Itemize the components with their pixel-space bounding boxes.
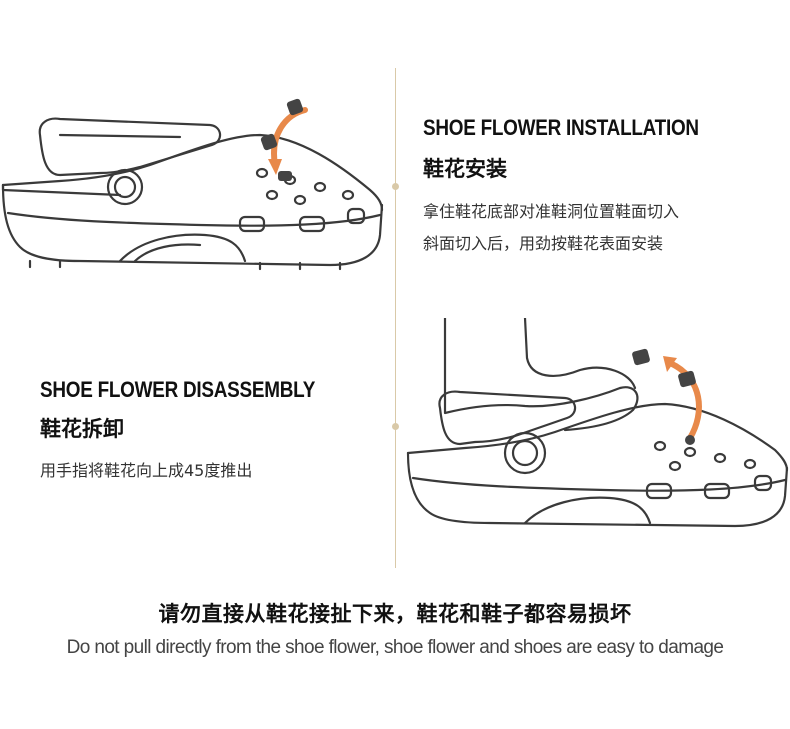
divider-dot xyxy=(392,183,399,190)
installation-desc-line-2: 斜面切入后，用劲按鞋花表面安装 xyxy=(423,234,664,253)
warning-en: Do not pull directly from the shoe flowe… xyxy=(66,637,724,658)
disassembly-title-cn: 鞋花拆卸 xyxy=(40,417,124,441)
clog-shoe-foot-remove-charm-illustration xyxy=(406,318,789,528)
installation-desc-line-1: 拿住鞋花底部对准鞋洞位置鞋面切入 xyxy=(423,202,680,221)
disassembly-title-en: SHOE FLOWER DISASSEMBLY xyxy=(40,377,316,402)
warning-cn: 请勿直接从鞋花接扯下来，鞋花和鞋子都容易损坏 xyxy=(158,602,632,626)
clog-shoe-insert-charm-illustration xyxy=(1,98,384,271)
divider-dot xyxy=(392,423,399,430)
installation-title-en: SHOE FLOWER INSTALLATION xyxy=(423,115,699,140)
disassembly-desc-line-1: 用手指将鞋花向上成45度推出 xyxy=(40,461,253,480)
installation-title-cn: 鞋花安装 xyxy=(423,157,507,181)
center-divider xyxy=(395,68,396,568)
